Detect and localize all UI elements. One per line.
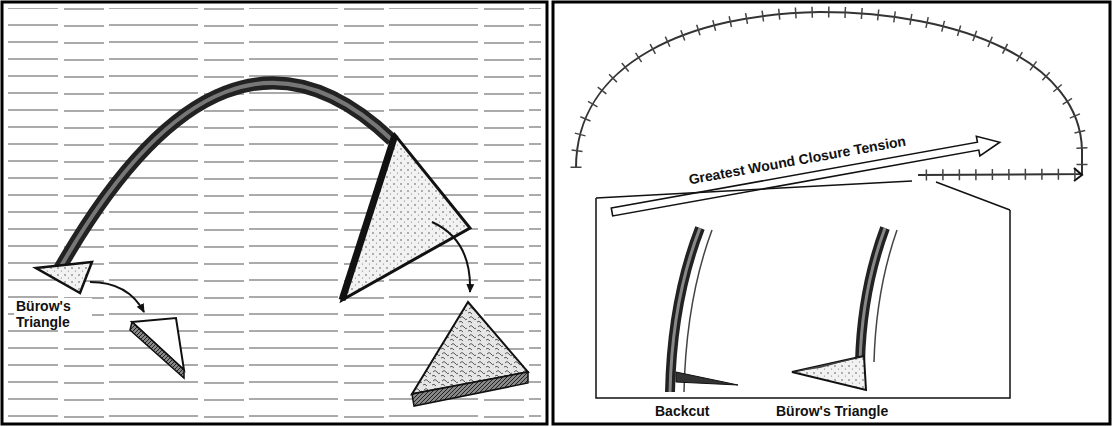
inset-label: Backcut — [653, 403, 711, 419]
inset-label: Bürow's Triangle — [774, 403, 890, 419]
part-label: Bürow's Triangle — [14, 298, 92, 330]
